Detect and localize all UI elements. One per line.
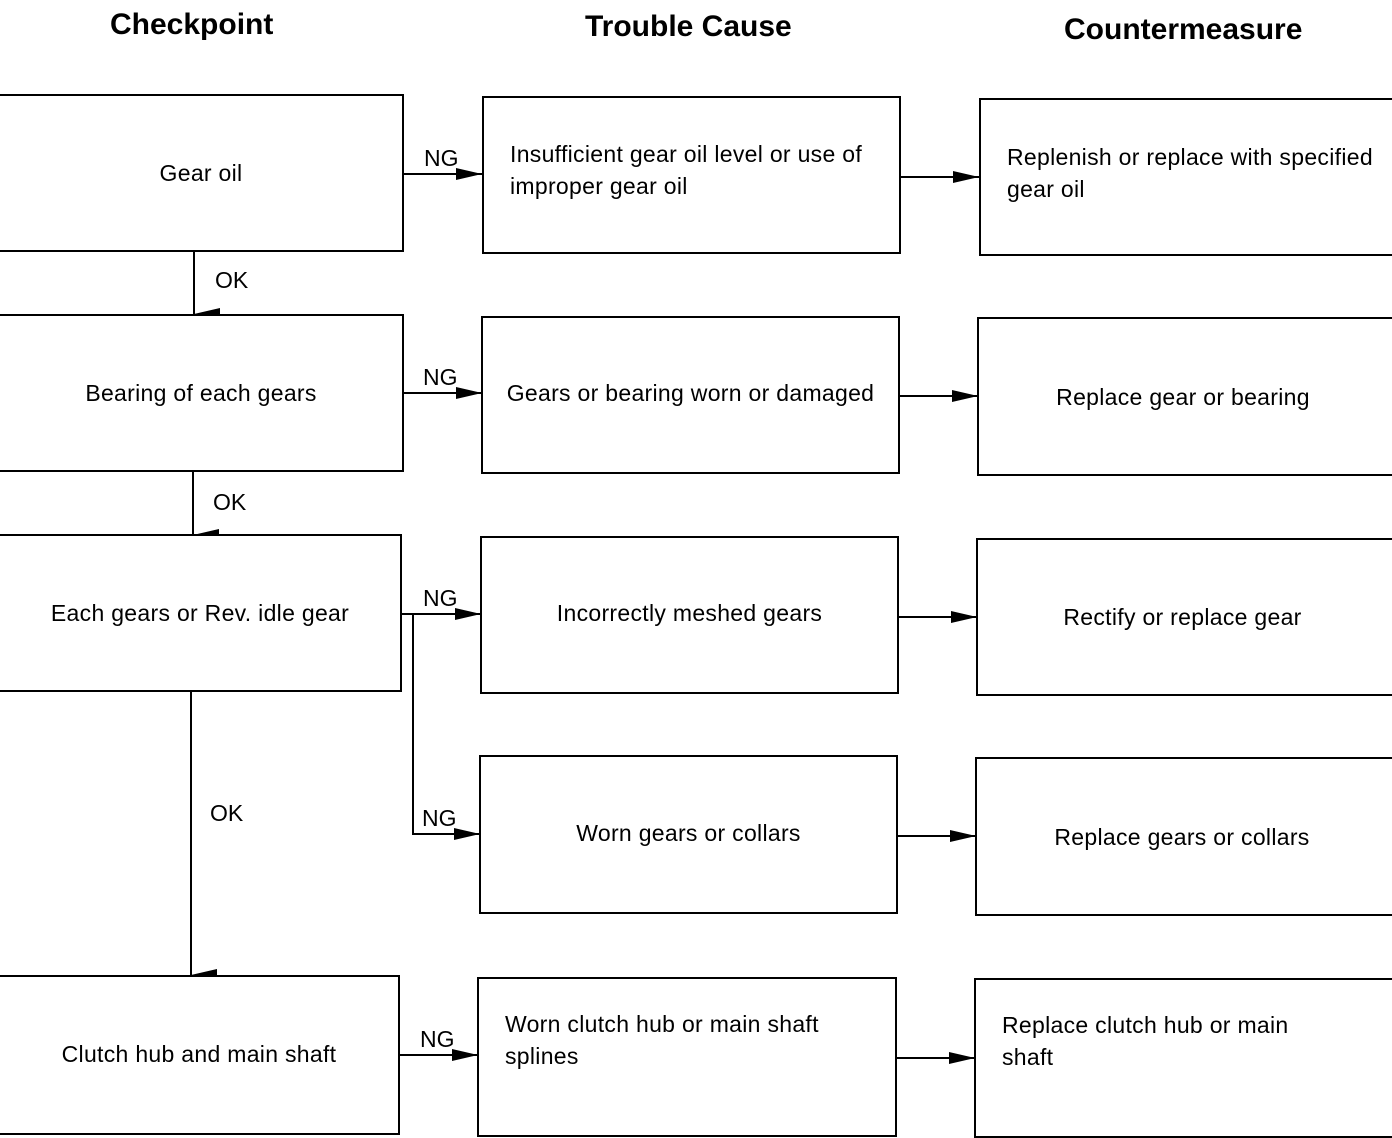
cause-box-worn-gears: Worn gears or collars <box>479 755 898 914</box>
cause-label: Worn clutch hub or main shaft splines <box>505 1011 819 1069</box>
checkpoint-label: Bearing of each gears <box>85 380 317 406</box>
ok-label-3: OK <box>210 800 244 826</box>
cause-label: Insufficient gear oil level or use of im… <box>510 141 863 199</box>
countermeasure-label: Rectify or replace gear <box>1063 604 1302 630</box>
countermeasure-box-meshed-gears: Rectify or replace gear <box>976 538 1392 696</box>
ng-label-3: NG <box>423 585 458 611</box>
countermeasure-label: Replace clutch hub or main shaft <box>1002 1012 1289 1070</box>
header-countermeasure: Countermeasure <box>1064 13 1303 46</box>
checkpoint-label: Gear oil <box>159 160 243 186</box>
checkpoint-label: Clutch hub and main shaft <box>61 1041 337 1067</box>
header-trouble-cause: Trouble Cause <box>585 10 792 43</box>
ng-label-2: NG <box>423 364 458 390</box>
ng-label-4: NG <box>422 805 457 831</box>
countermeasure-box-clutch-hub: Replace clutch hub or main shaft <box>974 978 1392 1138</box>
countermeasure-box-worn-gears: Replace gears or collars <box>975 757 1392 916</box>
cause-label: Worn gears or collars <box>576 819 801 846</box>
ng-label-5: NG <box>420 1026 455 1052</box>
checkpoint-box-clutch-hub: Clutch hub and main shaft <box>0 975 400 1135</box>
ng-arrow-4 <box>412 614 480 840</box>
checkpoint-box-bearing: Bearing of each gears <box>0 314 404 472</box>
cause-box-gear-oil: Insufficient gear oil level or use of im… <box>482 96 901 254</box>
header-checkpoint: Checkpoint <box>110 8 274 41</box>
countermeasure-label: Replace gears or collars <box>1054 823 1310 850</box>
cause-label: Incorrectly meshed gears <box>556 599 823 626</box>
countermeasure-label: Replace gear or bearing <box>1056 383 1310 410</box>
countermeasure-label: Replenish or replace with specified gear… <box>1007 144 1373 202</box>
checkpoint-box-gears: Each gears or Rev. idle gear <box>0 534 402 692</box>
checkpoint-label: Each gears or Rev. idle gear <box>50 600 350 626</box>
cause-label: Gears or bearing worn or damaged <box>506 380 875 406</box>
countermeasure-box-bearing: Replace gear or bearing <box>977 317 1392 476</box>
ok-label-2: OK <box>213 489 247 515</box>
checkpoint-box-gear-oil: Gear oil <box>0 94 404 252</box>
countermeasure-box-gear-oil: Replenish or replace with specified gear… <box>979 98 1392 256</box>
ok-label-1: OK <box>215 267 249 293</box>
cause-box-bearing: Gears or bearing worn or damaged <box>481 316 900 474</box>
cause-box-clutch-hub: Worn clutch hub or main shaft splines <box>477 977 897 1137</box>
cause-box-meshed-gears: Incorrectly meshed gears <box>480 536 899 694</box>
ng-label-1: NG <box>424 145 459 171</box>
